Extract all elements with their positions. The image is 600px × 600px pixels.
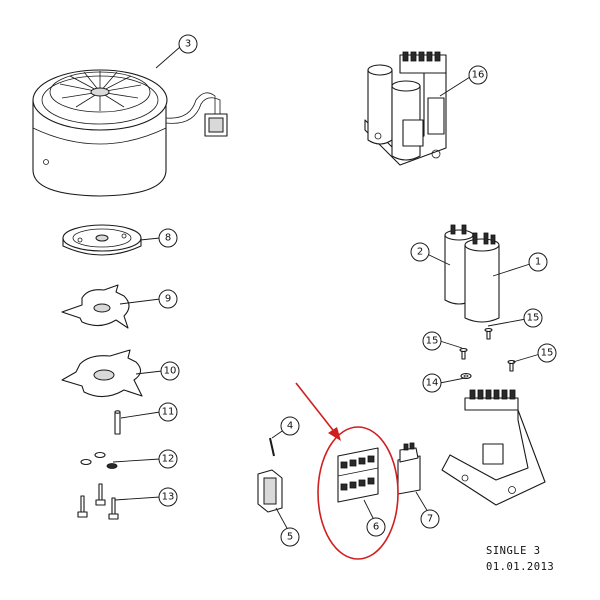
screw-15b (484, 327, 493, 340)
callout-3: 3 (178, 34, 198, 54)
callout-8: 8 (158, 228, 178, 248)
callout-16: 16 (468, 65, 488, 85)
washers (80, 451, 118, 469)
washer-14 (460, 372, 472, 380)
callout-4: 4 (280, 416, 300, 436)
screw-15c (507, 359, 516, 372)
callout-label: 13 (162, 492, 175, 503)
hub-disc (62, 224, 142, 256)
callout-label: 5 (287, 532, 293, 543)
callout-label: 12 (162, 454, 175, 465)
callout-label: 16 (472, 70, 485, 81)
callout-label: 11 (162, 407, 175, 418)
highlight-annotation (295, 382, 399, 560)
callout-14: 14 (422, 373, 442, 393)
callout-label: 3 (185, 39, 191, 50)
lobe-plate-large (61, 349, 143, 398)
capacitor-bracket-assembly (364, 51, 447, 166)
callout-15c: 15 (537, 343, 557, 363)
callout-label: 15 (426, 336, 439, 347)
callout-label: 2 (417, 247, 423, 258)
contactor (337, 447, 379, 503)
callout-label: 7 (427, 514, 433, 525)
callout-5: 5 (280, 527, 300, 547)
callout-label: 14 (426, 378, 439, 389)
auxiliary-contact (257, 469, 283, 513)
lobe-plate-small (61, 284, 130, 329)
callout-label: 1 (535, 257, 541, 268)
callout-12: 12 (158, 449, 178, 469)
callout-label: 15 (527, 313, 540, 324)
callout-15a: 15 (523, 308, 543, 328)
highlight-arrow (295, 382, 337, 435)
terminal-bracket (441, 389, 546, 506)
callout-10: 10 (160, 361, 180, 381)
callout-15b: 15 (422, 331, 442, 351)
model-label: SINGLE 3 (486, 545, 541, 557)
date-label: 01.01.2013 (486, 561, 555, 573)
small-pin (269, 437, 275, 457)
screw-15a (459, 347, 468, 360)
screws (77, 483, 119, 520)
capacitor-1 (464, 232, 500, 323)
callout-13: 13 (158, 487, 178, 507)
highlight-ellipse (317, 426, 399, 560)
callout-1: 1 (528, 252, 548, 272)
callout-11: 11 (158, 402, 178, 422)
callout-label: 15 (541, 348, 554, 359)
callout-label: 9 (165, 294, 171, 305)
pin (114, 410, 121, 435)
highlight-arrowhead (328, 427, 341, 441)
callout-6: 6 (366, 517, 386, 537)
relay (397, 442, 421, 495)
callout-label: 8 (165, 233, 171, 244)
callout-label: 4 (287, 421, 293, 432)
callout-2: 2 (410, 242, 430, 262)
blower-fan-assembly (32, 69, 228, 197)
callout-7: 7 (420, 509, 440, 529)
callout-label: 10 (164, 366, 177, 377)
callout-9: 9 (158, 289, 178, 309)
callout-label: 6 (373, 522, 379, 533)
